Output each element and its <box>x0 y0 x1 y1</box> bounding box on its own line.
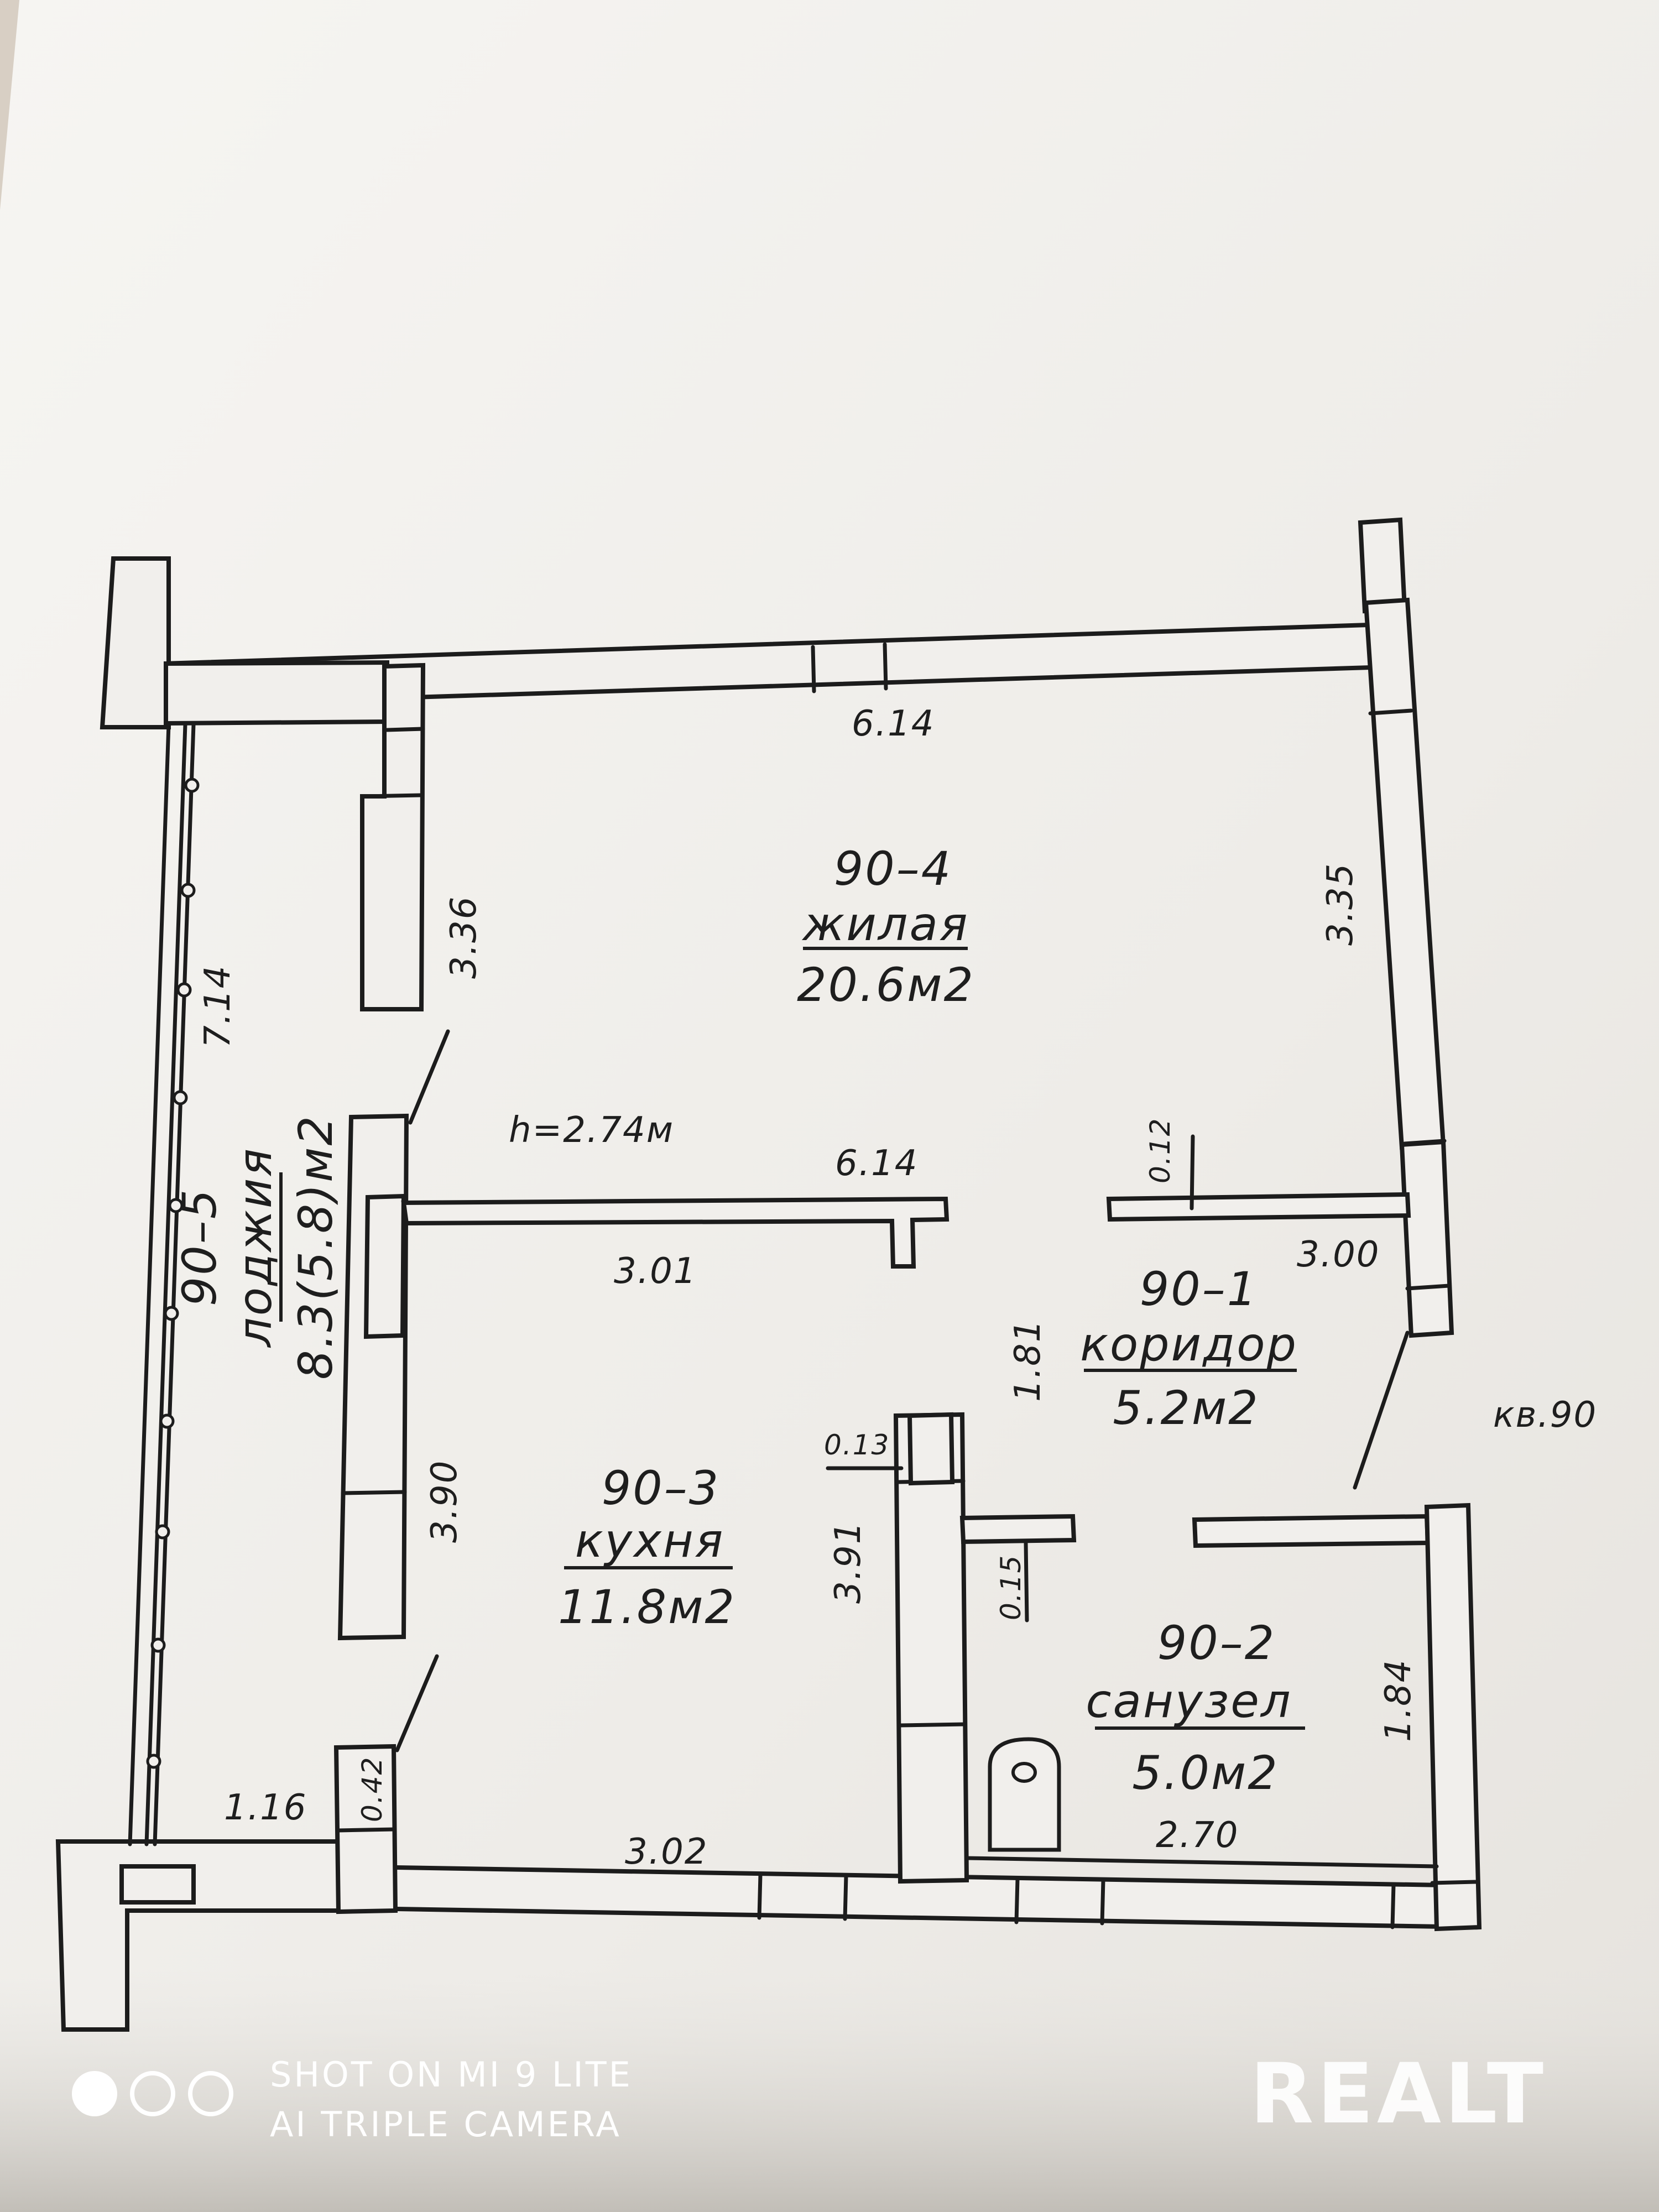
wall-bath-right <box>1424 1503 1482 1932</box>
window-mark-bottom-3 <box>1014 1877 1020 1924</box>
wall-mark-6 <box>898 1722 967 1728</box>
door-line-kitchen <box>395 1654 439 1752</box>
wall-living-corridor <box>1106 1192 1411 1222</box>
wall-bath-corridor-right <box>1192 1514 1431 1548</box>
room-living-area: 20.6м2 <box>797 958 975 1012</box>
room-loggia: 90–5 лоджия 8.3(5.8)м2 <box>173 1114 343 1380</box>
toilet-icon <box>988 1737 1061 1852</box>
room-bathroom: 90–2 санузел 5.0м2 <box>1086 1616 1305 1800</box>
ceiling-height-label: h=2.74м <box>509 1110 674 1151</box>
room-loggia-id: 90–5 <box>173 1188 227 1306</box>
photo-bottom-shade <box>0 1969 1659 2212</box>
room-bathroom-name: санузел <box>1086 1674 1292 1728</box>
window-mark-top-2 <box>883 642 888 691</box>
camera-dot-ring-2 <box>188 2071 233 2116</box>
dim-bath-width: 2.70 <box>1156 1815 1239 1856</box>
dim-corridor-height: 1.81 <box>1008 1319 1048 1402</box>
wall-right-top-pier <box>1358 517 1407 614</box>
room-corridor-area: 5.2м2 <box>1113 1381 1259 1435</box>
loggia-glazing-outer <box>128 722 171 1846</box>
wall-mark-4 <box>336 1827 397 1833</box>
wall-bottom-left-inner <box>119 1864 196 1905</box>
room-bathroom-area: 5.0м2 <box>1132 1746 1279 1800</box>
wall-mark-3 <box>341 1490 407 1495</box>
dim-bath-height: 1.84 <box>1378 1659 1419 1743</box>
dim-wall-042: 0.42 <box>356 1756 388 1822</box>
room-bathroom-id: 90–2 <box>1157 1616 1276 1670</box>
dim-loggia-small: 1.16 <box>224 1787 307 1828</box>
leader-0-12 <box>1190 1134 1195 1211</box>
door-line-entrance <box>1353 1331 1410 1490</box>
room-corridor: 90–1 коридор 5.2м2 <box>1080 1262 1298 1435</box>
room-loggia-area: 8.3(5.8)м2 <box>289 1114 343 1380</box>
dim-kitchen-top: 3.01 <box>614 1251 697 1292</box>
dim-living-right: 3.35 <box>1320 863 1361 946</box>
window-mark-bottom-5 <box>1390 1882 1396 1929</box>
room-loggia-name: лоджия <box>228 1147 282 1348</box>
wall-mark-2 <box>363 793 422 799</box>
window-mark-right-3 <box>1405 1284 1451 1291</box>
loggia-glazing-mid <box>144 722 187 1846</box>
window-mark-bottom-1 <box>757 1872 763 1920</box>
dim-wall-013: 0.13 <box>824 1429 890 1461</box>
dim-living-left: 3.36 <box>444 896 484 979</box>
dim-corridor-width: 3.00 <box>1297 1234 1380 1275</box>
dim-mid-width: 6.14 <box>835 1143 919 1184</box>
camera-dot-filled <box>72 2071 117 2116</box>
window-mark-right-1 <box>1368 708 1413 716</box>
wall-living-kitchen <box>401 1196 950 1269</box>
wall-right-lower <box>1399 1139 1454 1338</box>
camera-line-1: SHOT ON MI 9 LITE <box>270 2054 633 2095</box>
camera-line-2: AI TRIPLE CAMERA <box>270 2104 622 2145</box>
window-mark-bottom-2 <box>843 1874 848 1921</box>
apartment-number-label: кв.90 <box>1493 1395 1597 1436</box>
room-corridor-name: коридор <box>1080 1317 1298 1371</box>
room-kitchen-id: 90–3 <box>602 1461 720 1515</box>
dim-kitchen-bottom: 3.02 <box>625 1832 708 1872</box>
room-corridor-id: 90–1 <box>1140 1262 1258 1316</box>
loggia-glazing-inner <box>153 722 196 1846</box>
dim-wall-015: 0.15 <box>995 1554 1027 1620</box>
room-kitchen-name: кухня <box>575 1514 725 1568</box>
dim-wall-012: 0.12 <box>1144 1118 1176 1183</box>
window-mark-top-1 <box>811 645 816 693</box>
wall-kitchen-left-inner <box>363 1193 406 1339</box>
wall-bath-corridor-left <box>959 1514 1077 1545</box>
room-kitchen: 90–3 кухня 11.8м2 <box>558 1461 736 1634</box>
leader-0-15 <box>1024 1541 1029 1623</box>
room-living-id: 90–4 <box>834 842 952 896</box>
walls <box>55 517 1482 2032</box>
wall-mark-1 <box>385 727 425 732</box>
door-line-living <box>408 1029 450 1125</box>
dim-top-width: 6.14 <box>852 703 935 744</box>
dim-kitchen-left: 3.90 <box>424 1460 465 1543</box>
dim-kitchen-right: 3.91 <box>828 1521 869 1604</box>
loggia-window-markers <box>146 778 200 1769</box>
bath-floor-line <box>964 1856 1439 1869</box>
realt-watermark-logo: REALT <box>1250 2046 1547 2142</box>
dim-loggia-length: 7.14 <box>197 965 238 1048</box>
wall-bath-left-top <box>907 1412 955 1486</box>
wall-loggia-top <box>164 660 389 726</box>
room-living-name: жилая <box>802 897 969 951</box>
window-mark-bottom-4 <box>1100 1878 1105 1926</box>
room-kitchen-area: 11.8м2 <box>558 1580 736 1634</box>
room-living: 90–4 жилая 20.6м2 <box>797 842 975 1012</box>
wall-mark-7 <box>1430 1880 1479 1885</box>
door-lines <box>395 1029 1410 1752</box>
camera-dot-ring-1 <box>130 2071 175 2116</box>
